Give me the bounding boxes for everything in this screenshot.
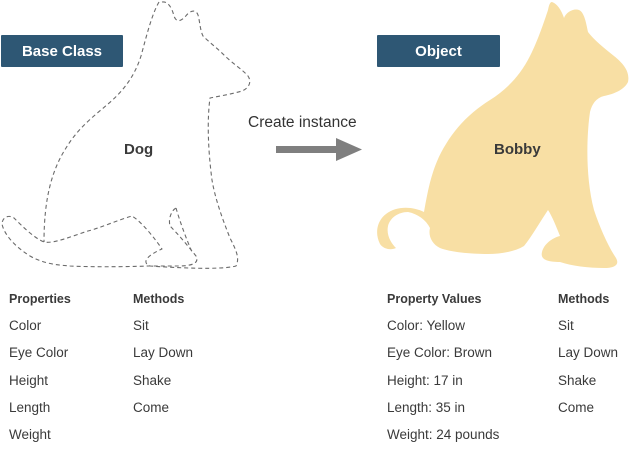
base-methods-list: Methods Sit Lay Down Shake Come bbox=[133, 290, 193, 426]
base-properties-list: Properties Color Eye Color Height Length… bbox=[9, 290, 71, 453]
base-class-tag: Base Class bbox=[1, 35, 123, 67]
base-class-tag-label: Base Class bbox=[21, 42, 103, 60]
method-item: Shake bbox=[558, 372, 597, 388]
dog-outline-shape bbox=[1, 1, 251, 269]
property-item: Length bbox=[9, 399, 51, 415]
object-methods-list: Methods Sit Lay Down Shake Come bbox=[558, 290, 618, 426]
object-property-values-list: Property Values Color: Yellow Eye Color:… bbox=[387, 290, 499, 453]
property-value-item: Height: 17 in bbox=[387, 372, 463, 388]
method-item: Lay Down bbox=[133, 345, 194, 361]
methods-header: Methods bbox=[133, 292, 185, 306]
method-item: Shake bbox=[133, 372, 172, 388]
methods-header: Methods bbox=[558, 292, 610, 306]
object-tag: Object bbox=[377, 35, 500, 67]
method-item: Come bbox=[133, 399, 170, 415]
method-item: Sit bbox=[133, 318, 149, 333]
method-item: Sit bbox=[558, 318, 574, 333]
property-item: Color bbox=[9, 318, 42, 333]
property-item: Height bbox=[9, 372, 49, 388]
dog-outline-back bbox=[43, 1, 160, 243]
property-value-item: Eye Color: Brown bbox=[387, 345, 493, 361]
property-value-item: Color: Yellow bbox=[387, 318, 466, 333]
object-name: Bobby bbox=[494, 141, 541, 158]
dog-outline-inner-leg bbox=[175, 207, 193, 253]
property-values-header: Property Values bbox=[387, 292, 482, 306]
arrow-shaft bbox=[276, 146, 338, 153]
property-value-item: Length: 35 in bbox=[387, 399, 466, 415]
method-item: Lay Down bbox=[558, 345, 619, 361]
base-class-name: Dog bbox=[124, 141, 154, 158]
object-tag-label: Object bbox=[415, 42, 462, 60]
property-value-item: Weight: 24 pounds bbox=[387, 427, 500, 443]
property-item: Weight bbox=[9, 427, 51, 443]
method-item: Come bbox=[558, 399, 595, 415]
bobby-body-shape bbox=[377, 2, 629, 268]
create-instance-label: Create instance bbox=[248, 114, 357, 131]
property-item: Eye Color bbox=[9, 345, 69, 361]
arrow-head bbox=[336, 138, 362, 161]
properties-header: Properties bbox=[9, 292, 71, 306]
